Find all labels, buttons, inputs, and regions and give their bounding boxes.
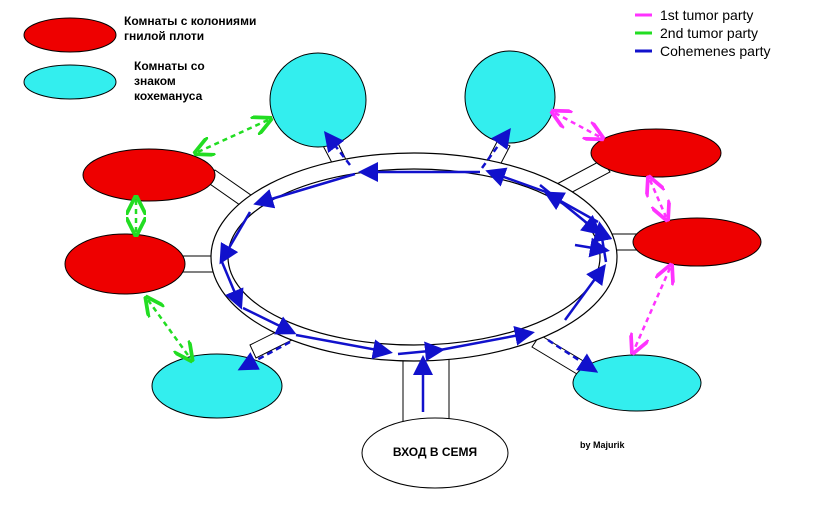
room-cyan-bottom-left (151, 353, 283, 419)
legend-cyan-label: Комнаты со знаком кохемануса (134, 59, 205, 103)
route-1st-tumor-party (555, 113, 670, 350)
room-red-left-upper (82, 148, 216, 202)
legend-1st-tumor-party: 1st tumor party (660, 7, 754, 23)
room-entrance (361, 417, 509, 489)
room-cyan-top-left (269, 52, 367, 148)
legend-red-swatch (23, 17, 117, 53)
route-2nd-tumor-party (136, 120, 268, 358)
route-cohemenes-branches (237, 127, 599, 373)
legend-red-label: Комнаты с колониями гнилой плоти (124, 14, 257, 43)
route-cohemenes-party (219, 162, 613, 412)
legend-2nd-tumor-party: 2nd tumor party (660, 25, 759, 41)
room-red-right-upper (590, 128, 722, 178)
room-cyan-bottom-right (572, 354, 702, 412)
room-cyan-top-right (464, 50, 556, 144)
legend-cohemenes-party: Cohemenes party (660, 43, 771, 59)
legend-cyan-swatch (23, 64, 117, 100)
room-red-left-lower (64, 233, 186, 295)
entrance-label: ВХОД В СЕМЯ (392, 445, 478, 459)
room-red-right-lower (632, 217, 762, 267)
author-credit: by Majurik (580, 440, 625, 450)
